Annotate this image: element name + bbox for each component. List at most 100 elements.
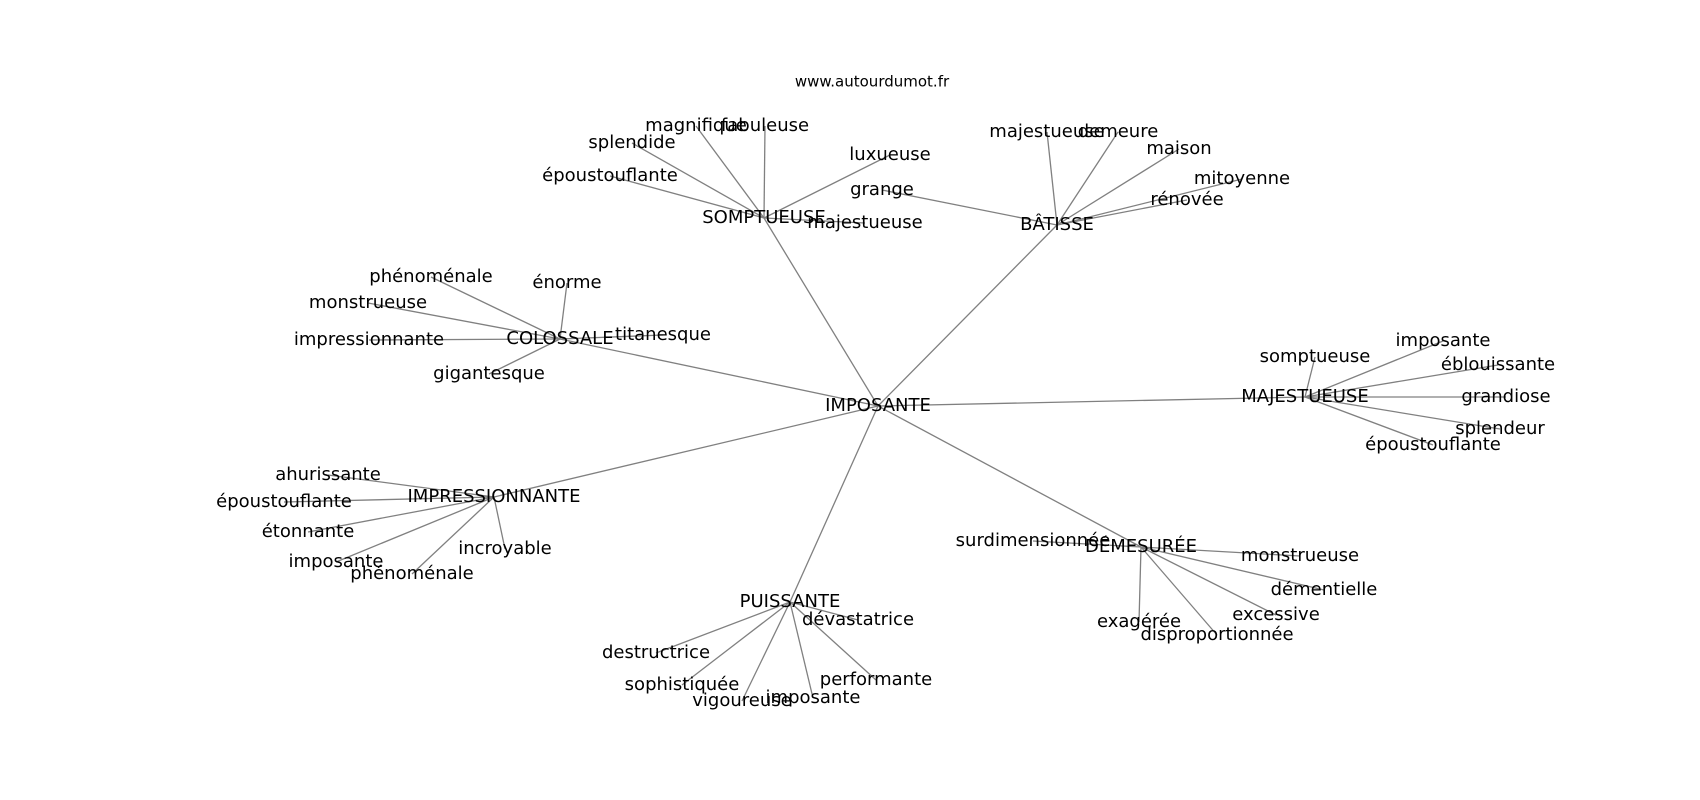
edge-majestueuse-leaf-2 <box>1304 364 1499 398</box>
edge-demesuree-leaf-0 <box>1032 540 1142 548</box>
edge-somptueuse-leaf-0 <box>695 125 765 219</box>
hub-majestueuse: MAJESTUEUSE <box>1241 386 1368 407</box>
leaf-impressionnante-1: époustouflante <box>216 491 352 512</box>
hub-batisse: BÂTISSE <box>1020 213 1094 235</box>
edge-somptueuse-leaf-1 <box>763 125 766 219</box>
leaf-somptueuse-3: époustouflante <box>542 165 678 186</box>
edge-puissante-leaf-1 <box>655 601 791 654</box>
leaf-batisse-5: grange <box>850 179 914 200</box>
leaf-batisse-1: demeure <box>1078 121 1159 142</box>
leaf-impressionnante-0: ahurissante <box>275 464 381 485</box>
source-url: www.autourdumot.fr <box>795 73 950 91</box>
leaf-impressionnante-2: étonnante <box>262 521 355 542</box>
leaf-majestueuse-3: grandiose <box>1461 386 1550 407</box>
leaf-somptueuse-1: fabuleuse <box>721 115 809 136</box>
hub-colossale: COLOSSALE <box>506 328 613 349</box>
leaf-somptueuse-4: luxueuse <box>849 144 930 165</box>
edge-batisse-leaf-5 <box>881 189 1058 226</box>
edge-impressionnante-leaf-5 <box>493 496 506 550</box>
edge-demesuree-leaf-5 <box>1140 546 1218 636</box>
edge-batisse-leaf-2 <box>1056 148 1180 226</box>
edge-demesuree-leaf-1 <box>1140 546 1301 557</box>
leaf-majestueuse-5: époustouflante <box>1365 434 1501 455</box>
edge-puissante-leaf-0 <box>789 601 859 621</box>
edges-layer <box>283 125 1506 702</box>
leaf-demesuree-1: monstrueuse <box>1241 545 1359 566</box>
leaf-puissante-4: vigoureuse <box>692 690 791 711</box>
leaf-puissante-3: performante <box>820 669 932 690</box>
leaf-majestueuse-1: imposante <box>1396 330 1491 351</box>
leaf-colossale-1: énorme <box>532 272 601 293</box>
edge-majestueuse-leaf-0 <box>1304 356 1316 398</box>
edge-colossale-leaf-2 <box>367 302 561 340</box>
leaf-majestueuse-2: éblouissante <box>1441 354 1555 375</box>
leaf-demesuree-0: surdimensionnée <box>956 530 1111 551</box>
leaf-colossale-2: monstrueuse <box>309 292 427 313</box>
edge-batisse-leaf-3 <box>1056 178 1243 226</box>
leaf-puissante-1: destructrice <box>602 642 710 663</box>
edge-somptueuse-leaf-4 <box>763 154 891 219</box>
edge-center-puissante <box>789 405 879 603</box>
edge-center-demesuree <box>877 405 1142 548</box>
leaf-demesuree-2: démentielle <box>1271 579 1378 600</box>
center-word: IMPOSANTE <box>825 395 931 416</box>
edge-demesuree-leaf-4 <box>1138 546 1142 623</box>
edge-puissante-leaf-2 <box>681 601 791 686</box>
leaf-batisse-0: majestueuse <box>989 121 1104 142</box>
edge-colossale-leaf-3 <box>368 338 561 341</box>
edge-impressionnante-leaf-2 <box>307 496 495 533</box>
edge-center-batisse <box>877 224 1058 407</box>
edge-demesuree-leaf-2 <box>1140 546 1325 591</box>
leaf-somptueuse-2: splendide <box>588 132 675 153</box>
edge-somptueuse-leaf-3 <box>609 175 765 219</box>
edge-colossale-leaf-5 <box>488 338 561 375</box>
edge-center-impressionnante <box>493 405 879 498</box>
edge-impressionnante-leaf-4 <box>411 496 495 575</box>
leaf-somptueuse-0: magnifique <box>645 115 747 136</box>
edge-colossale-leaf-4 <box>559 334 664 340</box>
edge-impressionnante-leaf-0 <box>327 474 495 498</box>
edge-puissante-leaf-3 <box>789 601 877 681</box>
leaf-impressionnante-4: phénoménale <box>350 563 473 584</box>
edge-majestueuse-leaf-5 <box>1304 396 1434 446</box>
leaf-majestueuse-0: somptueuse <box>1260 346 1371 367</box>
leaf-impressionnante-5: incroyable <box>458 538 552 559</box>
leaf-puissante-2: sophistiquée <box>625 674 740 695</box>
leaf-batisse-2: maison <box>1146 138 1211 159</box>
edge-colossale-leaf-0 <box>430 276 561 340</box>
leaf-colossale-5: gigantesque <box>433 363 545 384</box>
edge-puissante-leaf-4 <box>741 601 791 702</box>
leaf-puissante-5: imposante <box>766 687 861 708</box>
leaf-impressionnante-3: imposante <box>289 551 384 572</box>
edge-somptueuse-leaf-5 <box>763 217 866 224</box>
leaf-colossale-0: phénoménale <box>369 266 492 287</box>
edge-majestueuse-leaf-1 <box>1304 340 1444 398</box>
leaf-batisse-3: mitoyenne <box>1194 168 1290 189</box>
edge-batisse-leaf-0 <box>1046 131 1058 226</box>
hub-impressionnante: IMPRESSIONNANTE <box>408 486 581 507</box>
leaf-somptueuse-5: majestueuse <box>807 212 922 233</box>
leaf-demesuree-5: disproportionnée <box>1140 624 1293 645</box>
leaf-demesuree-3: excessive <box>1232 604 1320 625</box>
edge-center-colossale <box>559 338 879 407</box>
edge-batisse-leaf-1 <box>1056 131 1119 226</box>
edge-batisse-leaf-4 <box>1056 199 1188 226</box>
edge-impressionnante-leaf-1 <box>283 496 495 503</box>
edge-center-somptueuse <box>763 217 879 407</box>
leaf-colossale-3: impressionnante <box>294 329 444 350</box>
edge-center-majestueuse <box>877 396 1306 407</box>
hub-somptueuse: SOMPTUEUSE <box>702 207 826 228</box>
leaf-colossale-4: titanesque <box>615 324 711 345</box>
edge-colossale-leaf-1 <box>559 282 568 340</box>
edge-puissante-leaf-5 <box>789 601 814 699</box>
edge-majestueuse-leaf-4 <box>1304 396 1501 430</box>
leaf-batisse-4: rénovée <box>1150 189 1223 210</box>
leaf-majestueuse-4: splendeur <box>1455 418 1545 439</box>
hub-puissante: PUISSANTE <box>740 591 841 612</box>
leaf-puissante-0: dévastatrice <box>802 609 914 630</box>
edge-somptueuse-leaf-2 <box>631 142 765 219</box>
edge-demesuree-leaf-3 <box>1140 546 1277 616</box>
